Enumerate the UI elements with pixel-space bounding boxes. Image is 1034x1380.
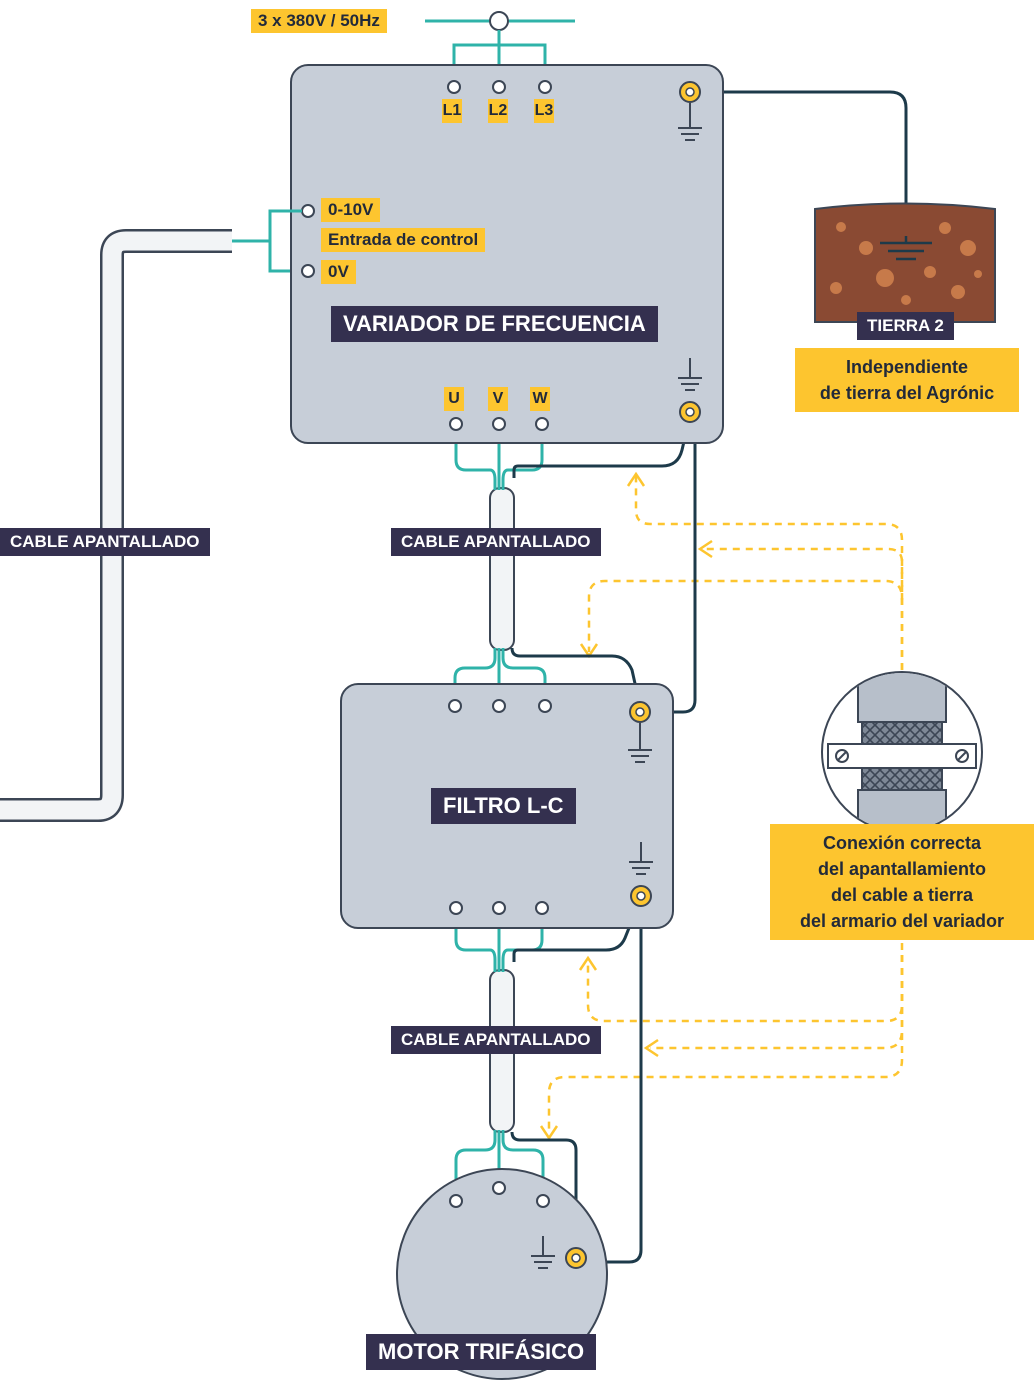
earth-2-note: Independiente de tierra del Agrónic bbox=[795, 348, 1019, 412]
cable-1-label: CABLE APANTALLADO bbox=[391, 528, 601, 556]
terminal-label-l2: L2 bbox=[488, 99, 508, 123]
control-cable-label: CABLE APANTALLADO bbox=[0, 528, 210, 556]
power-supply-line bbox=[425, 11, 575, 80]
dashed-arrows bbox=[547, 476, 904, 1134]
control-input-label: Entrada de control bbox=[321, 228, 486, 252]
power-supply-label: 3 x 380V / 50Hz bbox=[251, 9, 387, 33]
control-reference-label: 0V bbox=[321, 260, 356, 284]
earth-wire bbox=[690, 90, 908, 236]
inverter-title: VARIADOR DE FRECUENCIA bbox=[331, 306, 658, 342]
inverter-box bbox=[290, 64, 724, 444]
terminal-label-u: U bbox=[444, 387, 464, 411]
terminal-label-l3: L3 bbox=[534, 99, 554, 123]
cable-2-label: CABLE APANTALLADO bbox=[391, 1026, 601, 1054]
motor-title: MOTOR TRIFÁSICO bbox=[366, 1334, 597, 1370]
shielded-cable-1 bbox=[453, 414, 697, 714]
terminal-label-l1: L1 bbox=[442, 99, 462, 123]
shield-connection-note: Conexión correcta del apantallamiento de… bbox=[770, 824, 1034, 940]
control-signal-label: 0-10V bbox=[321, 198, 381, 222]
filter-title: FILTRO L-C bbox=[431, 788, 576, 824]
soil-ground bbox=[814, 202, 996, 323]
terminal-label-w: W bbox=[530, 387, 550, 411]
terminal-label-v: V bbox=[488, 387, 508, 411]
control-cable bbox=[0, 209, 302, 822]
earth-2-label: TIERRA 2 bbox=[857, 312, 954, 340]
